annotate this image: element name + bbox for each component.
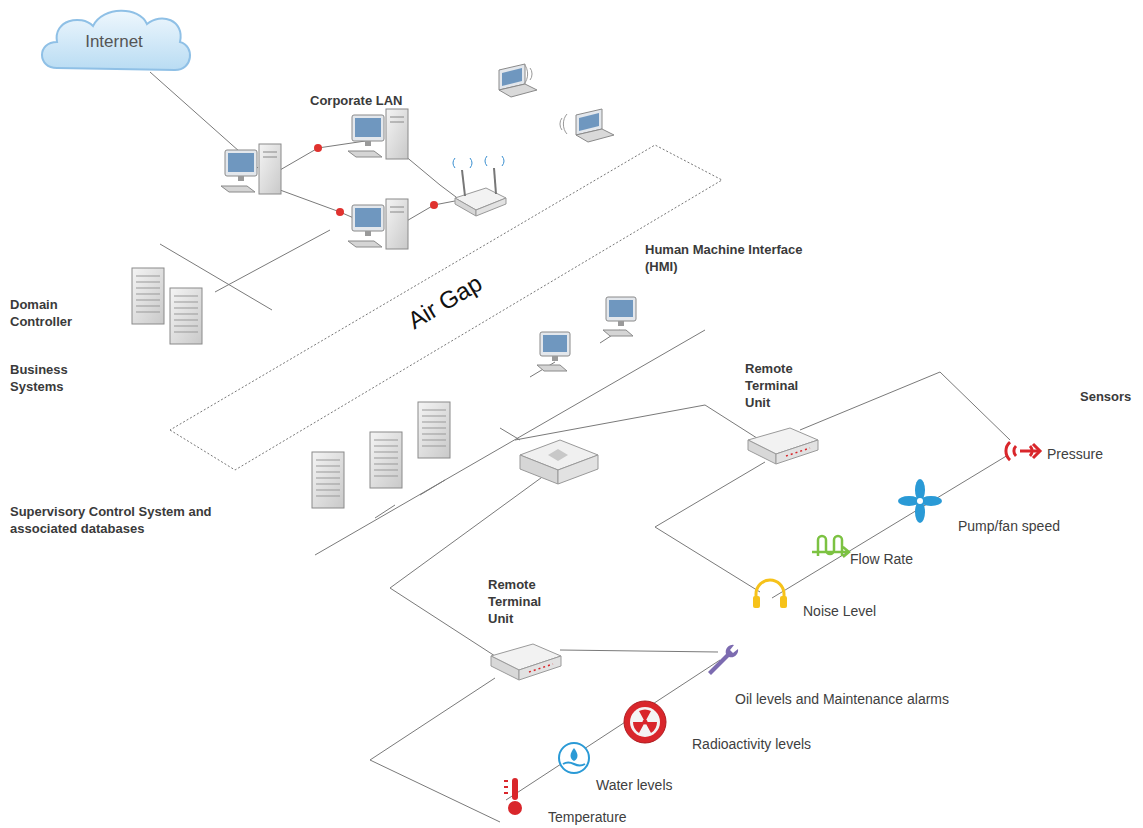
sensor-label: Oil levels and Maintenance alarms <box>735 691 995 708</box>
internet-cloud: Internet <box>35 4 193 80</box>
terminal-unit-label: Remote Terminal Unit <box>488 576 558 627</box>
terminal-unit-device <box>488 639 564 683</box>
sensor-label: Temperature <box>548 809 688 826</box>
heading-label: Supervisory Control System and associate… <box>10 503 260 537</box>
heading-label: Sensors <box>1080 388 1138 405</box>
sensor-label: Flow Rate <box>850 551 970 568</box>
terminal-unit-device <box>745 423 821 467</box>
heading-label: Business Systems <box>10 361 95 395</box>
air-gap-band: Air Gap <box>165 140 727 476</box>
air-gap-label: Air Gap <box>369 249 521 355</box>
terminal-unit: Remote Terminal Unit <box>745 360 821 467</box>
heading-label: Corporate LAN <box>310 92 470 109</box>
sensor-label: Pump/fan speed <box>958 518 1108 535</box>
sensor-label: Water levels <box>596 777 736 794</box>
sensor-label: Noise Level <box>803 603 923 620</box>
sensor-label: Pressure <box>1047 446 1137 463</box>
terminal-unit-label: Remote Terminal Unit <box>745 360 815 411</box>
cloud-label: Internet <box>35 32 193 52</box>
heading-label: Domain Controller <box>10 296 105 330</box>
terminal-unit: Remote Terminal Unit <box>488 576 564 683</box>
sensor-label: Radioactivity levels <box>692 736 872 753</box>
heading-label: Human Machine Interface (HMI) <box>645 241 825 275</box>
